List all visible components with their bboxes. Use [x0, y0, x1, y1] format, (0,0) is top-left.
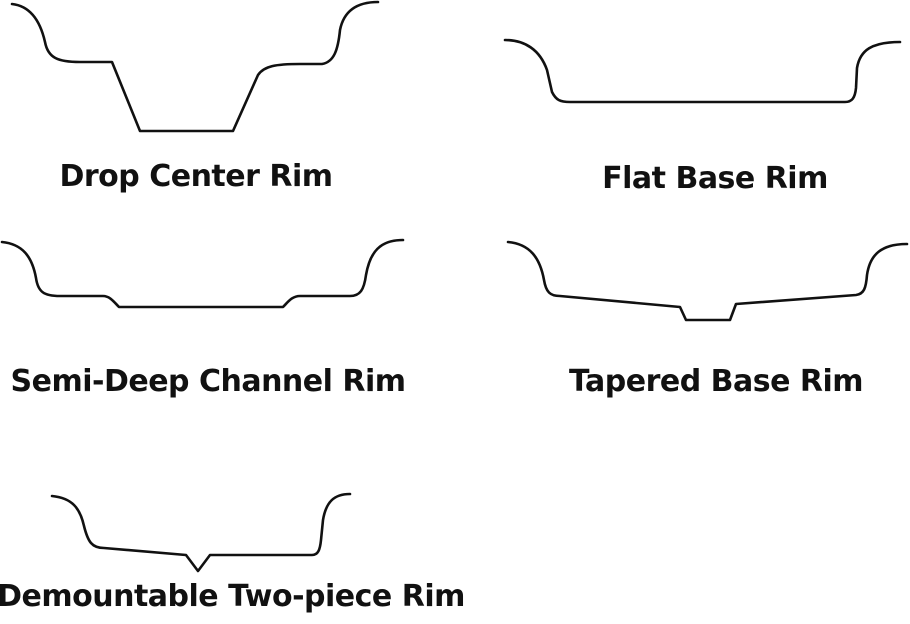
semi-deep-channel-rim-label: Semi-Deep Channel Rim — [10, 364, 406, 399]
tapered-base-rim-label: Tapered Base Rim — [568, 364, 864, 399]
demountable-two-piece-rim-profile — [50, 492, 352, 573]
demountable-two-piece-rim-label: Demountable Two-piece Rim — [0, 579, 465, 614]
flat-base-rim-label: Flat Base Rim — [602, 161, 828, 196]
flat-base-rim-profile — [503, 38, 902, 104]
drop-center-rim-profile — [10, 0, 380, 133]
semi-deep-channel-rim-profile — [0, 238, 405, 309]
drop-center-rim-label: Drop Center Rim — [59, 159, 333, 194]
tapered-base-rim-profile — [506, 240, 909, 322]
